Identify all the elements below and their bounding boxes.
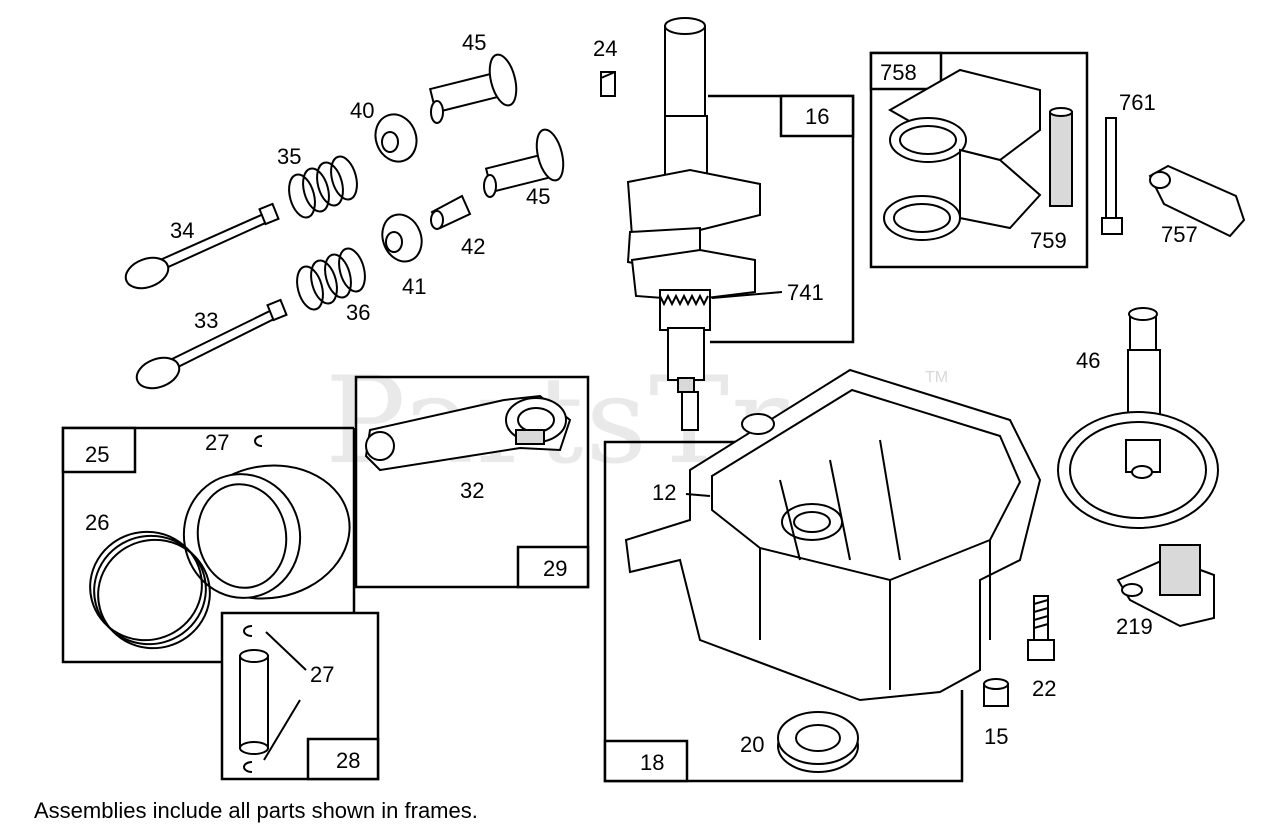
piston xyxy=(182,464,351,600)
frame-29: 29 xyxy=(354,375,590,589)
label-42: 42 xyxy=(461,234,485,259)
frame-28: 28 xyxy=(220,611,380,781)
wrist-pin xyxy=(239,649,269,755)
label-20: 20 xyxy=(740,732,764,757)
label-27-upper: 27 xyxy=(205,430,229,455)
valve-keeper-42 xyxy=(430,194,472,230)
label-26: 26 xyxy=(85,510,109,535)
label-22: 22 xyxy=(1032,676,1056,701)
label-27-lower: 27 xyxy=(310,662,334,687)
label-757: 757 xyxy=(1161,222,1198,247)
label-41: 41 xyxy=(402,274,426,299)
valve-spring-35 xyxy=(288,155,358,219)
frame-18: 18 xyxy=(603,440,964,783)
frame-25: 25 xyxy=(61,426,356,664)
camshaft xyxy=(1057,307,1219,529)
spring-retainer-40 xyxy=(374,113,418,163)
connecting-rod-cap-757 xyxy=(1148,164,1246,238)
valve-spring-36 xyxy=(296,247,366,311)
valve-tappet-45-upper xyxy=(428,53,518,124)
bolt-22 xyxy=(1027,595,1055,661)
frame-25-number: 25 xyxy=(85,442,109,467)
label-36: 36 xyxy=(346,300,370,325)
oil-seal-20 xyxy=(777,711,859,773)
label-741: 741 xyxy=(787,280,824,305)
frame-28-number: 28 xyxy=(336,748,360,773)
retaining-rings-27 xyxy=(243,625,307,773)
crankshaft xyxy=(626,17,761,431)
label-759: 759 xyxy=(1030,228,1067,253)
bolt-761 xyxy=(1101,117,1123,235)
valve-tappet-45-lower xyxy=(483,128,565,198)
label-45-upper: 45 xyxy=(462,30,486,55)
piston-rings xyxy=(89,530,211,650)
frame-18-number: 18 xyxy=(640,750,664,775)
label-34: 34 xyxy=(170,218,194,243)
retaining-ring-27-upper xyxy=(254,435,263,447)
frame-758-number: 758 xyxy=(880,60,917,85)
valve-34 xyxy=(124,202,280,290)
label-219: 219 xyxy=(1116,614,1153,639)
key-24 xyxy=(600,71,616,97)
crankcase xyxy=(624,368,1042,702)
governor-bracket xyxy=(883,68,1073,241)
label-761: 761 xyxy=(1119,90,1156,115)
watermark-trademark: TM xyxy=(925,369,948,386)
frame-29-number: 29 xyxy=(543,556,567,581)
label-12: 12 xyxy=(652,480,676,505)
label-40: 40 xyxy=(350,98,374,123)
frame-16-number: 16 xyxy=(805,104,829,129)
frame-16: 16 xyxy=(708,94,855,344)
label-15: 15 xyxy=(984,724,1008,749)
spring-retainer-41 xyxy=(381,213,423,263)
leader-12 xyxy=(685,493,711,497)
label-32: 32 xyxy=(460,478,484,503)
valve-33 xyxy=(135,298,288,390)
label-46: 46 xyxy=(1076,348,1100,373)
label-35: 35 xyxy=(277,144,301,169)
label-33: 33 xyxy=(194,308,218,333)
connecting-rod xyxy=(364,394,572,472)
label-45-lower: 45 xyxy=(526,184,550,209)
label-24: 24 xyxy=(593,36,617,61)
governor-assembly xyxy=(1116,544,1215,628)
leader-741 xyxy=(711,291,783,299)
drain-plug-15 xyxy=(983,678,1009,707)
assembly-note: Assemblies include all parts shown in fr… xyxy=(34,798,478,823)
frame-758: 758 xyxy=(869,51,1089,269)
